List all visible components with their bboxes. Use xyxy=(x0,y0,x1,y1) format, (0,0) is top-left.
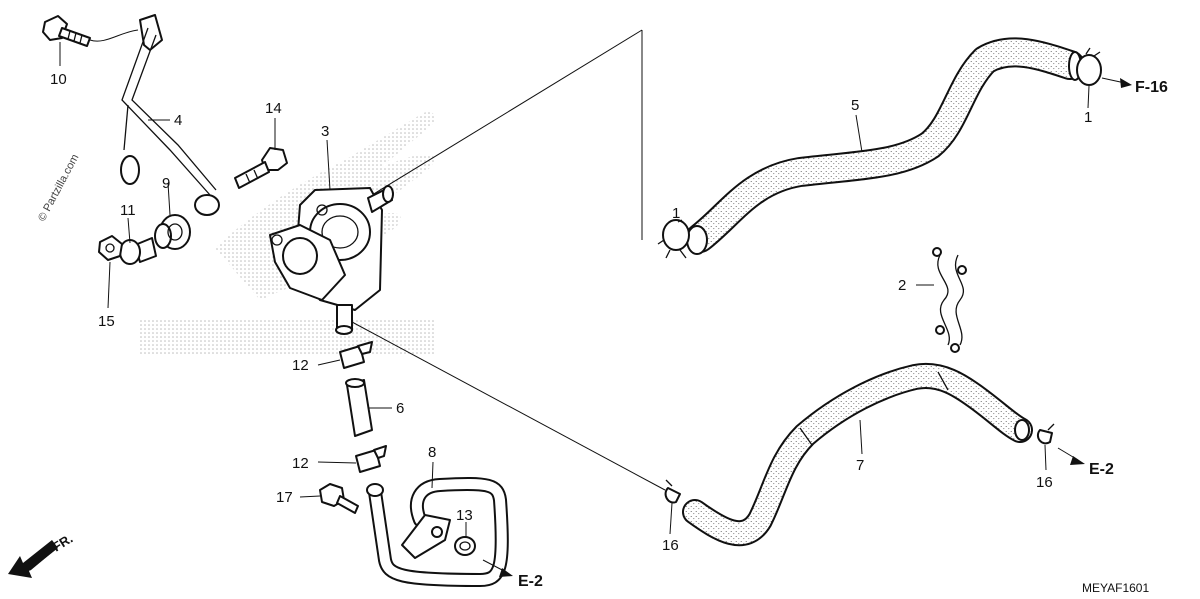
callout-6: 6 xyxy=(396,400,404,417)
callout-10: 10 xyxy=(50,71,67,88)
callout-9: 9 xyxy=(162,175,170,192)
reference-f16: F-16 xyxy=(1135,79,1168,96)
reference-arrows xyxy=(482,77,1132,577)
diagram-code: MEYAF1601 xyxy=(1082,581,1149,595)
bracket-part-4[interactable] xyxy=(120,14,220,216)
hose-part-5[interactable] xyxy=(685,37,1085,255)
callout-14: 14 xyxy=(265,100,282,117)
callout-2: 2 xyxy=(898,277,906,294)
assembly-leader-lines xyxy=(89,29,666,491)
clip-part-1-upper[interactable] xyxy=(1076,47,1102,86)
bolt-part-17[interactable] xyxy=(319,483,359,514)
clip-part-16-lower[interactable] xyxy=(664,479,681,504)
callout-16-lower: 16 xyxy=(662,537,679,554)
callout-1-lower: 1 xyxy=(672,205,680,222)
callout-4: 4 xyxy=(174,112,182,129)
callout-5: 5 xyxy=(851,97,859,114)
hose-part-6[interactable] xyxy=(345,378,373,437)
clip-part-1-lower[interactable] xyxy=(657,219,690,259)
callout-15: 15 xyxy=(98,313,115,330)
pipe-part-8[interactable] xyxy=(366,476,509,587)
front-direction-arrow: FR. xyxy=(8,531,75,578)
hose-part-7[interactable] xyxy=(682,362,1033,547)
callout-13: 13 xyxy=(456,507,473,524)
nut-part-15[interactable] xyxy=(98,235,123,261)
bolt-part-10[interactable] xyxy=(42,15,91,47)
callout-3: 3 xyxy=(321,123,329,140)
callout-leaders xyxy=(59,42,1090,537)
hose-clamp-part-12-lower[interactable] xyxy=(355,445,387,473)
callout-labels: 10 4 9 11 15 14 3 12 6 8 12 17 13 5 1 1 … xyxy=(50,71,1092,554)
callout-12-upper: 12 xyxy=(292,357,309,374)
clip-part-16-right[interactable] xyxy=(1036,423,1055,445)
callout-1-upper: 1 xyxy=(1084,109,1092,126)
callout-12-lower: 12 xyxy=(292,455,309,472)
watermark-text: © Partzilla.com xyxy=(36,152,81,223)
air-valve-part-3[interactable] xyxy=(269,185,394,335)
callout-8: 8 xyxy=(428,444,436,461)
grommet-part-9[interactable] xyxy=(154,214,191,250)
reference-e2-right: E-2 xyxy=(1089,461,1114,478)
callout-11: 11 xyxy=(120,202,136,219)
callout-7: 7 xyxy=(856,457,864,474)
reference-e2-lower: E-2 xyxy=(518,573,543,590)
gasket-part-13[interactable] xyxy=(454,536,476,556)
hose-clamp-part-12-upper[interactable] xyxy=(339,341,373,369)
collar-part-11[interactable] xyxy=(119,237,157,265)
callout-17: 17 xyxy=(276,489,293,506)
clip-part-2[interactable] xyxy=(932,247,967,353)
callout-16-right: 16 xyxy=(1036,474,1053,491)
bolt-part-14[interactable] xyxy=(234,147,288,189)
